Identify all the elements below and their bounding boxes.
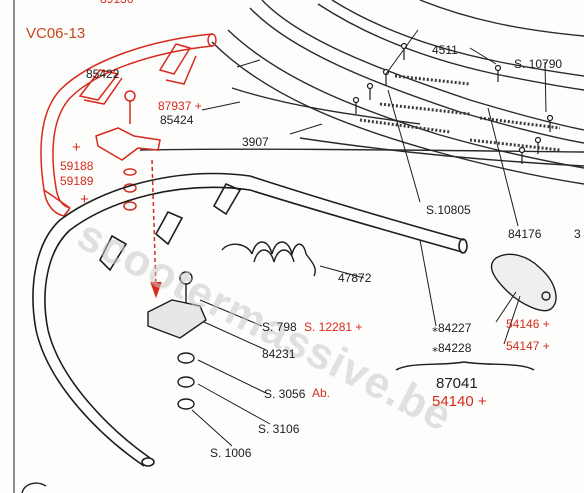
callout-59188: 59188 [60, 159, 94, 173]
callout-85422: 85422 [86, 67, 120, 81]
plus-left: + [72, 139, 81, 156]
callout-s10805: S.10805 [426, 203, 471, 217]
callout-s3106: S. 3106 [258, 422, 300, 436]
group-brace [395, 361, 535, 371]
callout-54147: 54147 + [506, 339, 550, 353]
callout-87937: 87937 + [158, 99, 202, 113]
bracket-84231 [147, 271, 207, 410]
page-corner-mark [21, 482, 47, 493]
callout-ab: Ab. [312, 386, 331, 400]
callout-s10790: S. 10790 [514, 57, 563, 71]
diagram-code: VC06-13 [26, 25, 86, 42]
frame-rails [139, 0, 584, 185]
front-bumper-red [40, 33, 217, 299]
plus-left-lower: + [80, 191, 89, 208]
callout-54146: 54146 + [506, 317, 550, 331]
callout-4511: 4511 [432, 43, 458, 57]
leader-lines [191, 29, 547, 447]
callout-s798: S. 798 [262, 320, 297, 334]
callout-s1006: S. 1006 [210, 446, 252, 460]
callout-84228: ⁎84228 [432, 341, 472, 355]
callout-s12281: S. 12281 + [304, 320, 363, 334]
spring-47872 [221, 241, 316, 277]
callout-right-cut: 3 [574, 227, 581, 241]
callout-85424: 85424 [160, 113, 194, 127]
callout-87041: 87041 [436, 375, 478, 392]
bracket-54146 [490, 253, 557, 312]
main-bumper-bar [32, 172, 468, 467]
callout-54140: 54140 + [432, 393, 487, 410]
callout-84227: ⁎84227 [432, 321, 472, 335]
callout-59189: 59189 [60, 174, 94, 188]
callout-89136: 89136 [100, 0, 133, 5]
rail-screws [352, 42, 554, 164]
rail-hatching [359, 74, 561, 152]
callout-47872: 47872 [338, 271, 372, 285]
callout-84231: 84231 [262, 347, 296, 361]
callout-3907: 3907 [242, 135, 269, 149]
callout-84176: 84176 [508, 227, 542, 241]
callout-s3056: S. 3056 [264, 387, 306, 401]
